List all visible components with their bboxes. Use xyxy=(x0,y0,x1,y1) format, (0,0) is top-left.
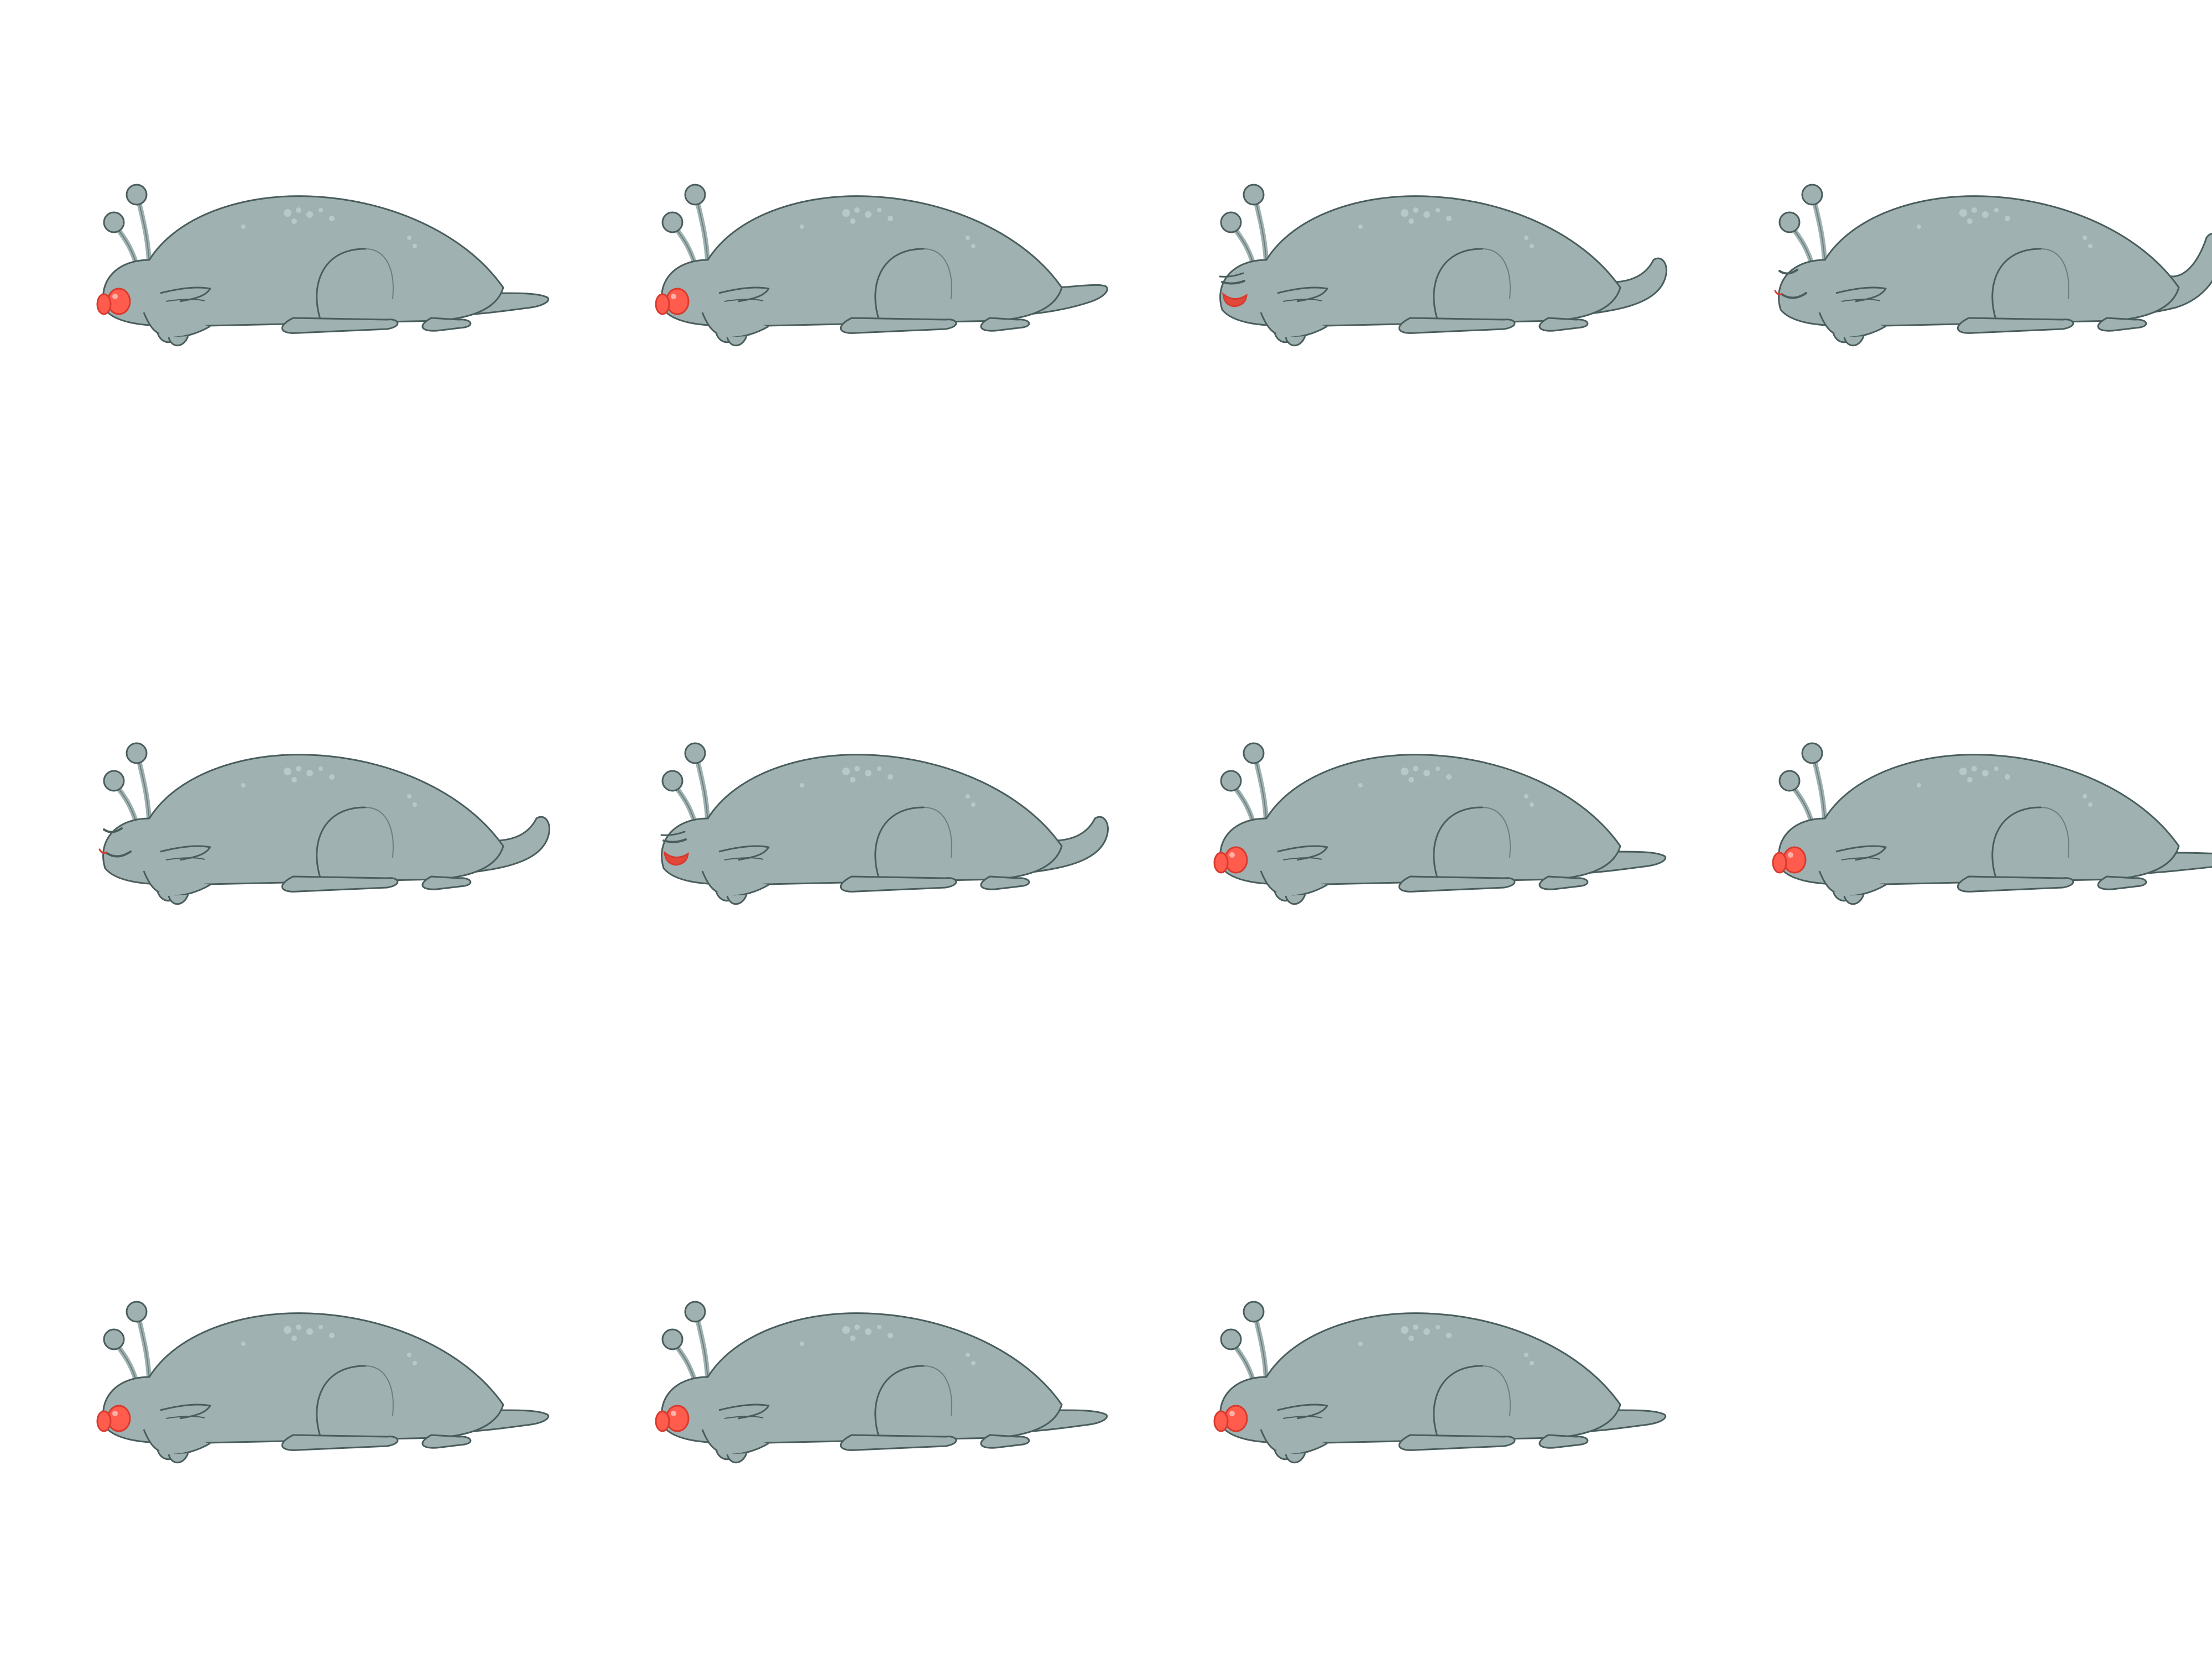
slug-body xyxy=(102,195,504,327)
antenna-icon xyxy=(661,742,711,832)
spots xyxy=(1358,207,1534,248)
closed-eyes-face-icon xyxy=(1774,269,1807,299)
eye-icon xyxy=(96,1405,131,1432)
antenna-icon xyxy=(103,742,152,832)
hind-foot xyxy=(1398,317,1516,334)
antenna-icon xyxy=(1220,184,1269,274)
front-feet xyxy=(701,312,769,347)
front-feet xyxy=(701,870,769,905)
sprite-frame xyxy=(77,184,575,426)
eye-icon xyxy=(655,288,690,315)
hind-foot xyxy=(839,1434,957,1451)
spots xyxy=(1358,1324,1534,1365)
antenna-icon xyxy=(1220,742,1269,832)
front-feet xyxy=(1818,870,1886,905)
sprite-frame xyxy=(636,1301,1134,1543)
sprite-frame xyxy=(636,184,1134,426)
spots xyxy=(800,1324,975,1365)
eye-icon xyxy=(1213,1405,1248,1432)
front-feet xyxy=(1260,1429,1328,1464)
antenna-icon xyxy=(103,184,152,274)
sprite-frame xyxy=(1194,184,1692,426)
slug-body xyxy=(1778,754,2180,886)
sleepy-face-icon xyxy=(1219,272,1248,307)
spots xyxy=(241,1324,417,1365)
spots xyxy=(800,766,975,807)
slug-body xyxy=(102,754,504,886)
spots xyxy=(800,207,975,248)
spots xyxy=(1917,766,2093,807)
hind-foot xyxy=(839,317,957,334)
sprite-frame xyxy=(1194,1301,1692,1543)
eye-icon xyxy=(655,1405,690,1432)
sprite-frame xyxy=(1753,742,2212,984)
antenna-icon xyxy=(103,1301,152,1391)
spots xyxy=(241,766,417,807)
eye-icon xyxy=(96,288,131,315)
slug-body xyxy=(1778,195,2180,327)
antenna-icon xyxy=(661,184,711,274)
slug-body xyxy=(1219,195,1621,327)
sprite-frame xyxy=(1194,742,1692,984)
slug-body xyxy=(661,195,1063,327)
slug-body xyxy=(1219,1312,1621,1444)
spots xyxy=(1917,207,2093,248)
front-feet xyxy=(143,1429,211,1464)
slug-body xyxy=(102,1312,504,1444)
hind-foot xyxy=(281,1434,399,1451)
spots xyxy=(1358,766,1534,807)
front-feet xyxy=(143,312,211,347)
hind-foot xyxy=(281,317,399,334)
sprite-frame xyxy=(636,742,1134,984)
antenna-icon xyxy=(1778,184,1828,274)
sprite-frame xyxy=(1753,184,2212,426)
sprite-frame xyxy=(77,742,575,984)
front-feet xyxy=(701,1429,769,1464)
sprite-frame xyxy=(77,1301,575,1543)
front-feet xyxy=(1260,870,1328,905)
spots xyxy=(241,207,417,248)
slug-body xyxy=(661,754,1063,886)
hind-foot xyxy=(1957,875,2074,893)
hind-foot xyxy=(281,875,399,893)
hind-foot xyxy=(839,875,957,893)
front-feet xyxy=(143,870,211,905)
hind-foot xyxy=(1398,875,1516,893)
sleepy-face-icon xyxy=(660,831,689,866)
hind-foot xyxy=(1398,1434,1516,1451)
antenna-icon xyxy=(1220,1301,1269,1391)
front-feet xyxy=(1260,312,1328,347)
slug-body xyxy=(661,1312,1063,1444)
eye-icon xyxy=(1772,846,1807,874)
eye-icon xyxy=(1213,846,1248,874)
closed-eyes-face-icon xyxy=(98,827,132,858)
antenna-icon xyxy=(1778,742,1828,832)
antenna-icon xyxy=(661,1301,711,1391)
hind-foot xyxy=(1957,317,2074,334)
slug-body xyxy=(1219,754,1621,886)
front-feet xyxy=(1818,312,1886,347)
